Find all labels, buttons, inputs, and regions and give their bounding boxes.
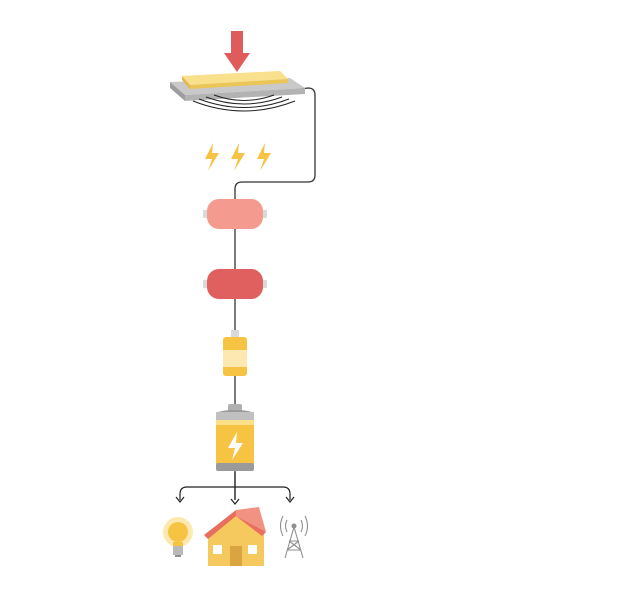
converter-2-icon bbox=[203, 269, 267, 299]
lightning-bolts-icon bbox=[205, 143, 271, 171]
vibration-waves-icon bbox=[192, 94, 296, 112]
house-icon bbox=[204, 507, 266, 566]
plate-wire bbox=[234, 87, 316, 200]
down-arrow-icon bbox=[224, 31, 250, 72]
distribution-lines bbox=[179, 471, 291, 500]
converter-1-icon bbox=[203, 199, 267, 229]
arrow-heads bbox=[175, 496, 295, 505]
light-bulb-icon bbox=[163, 517, 193, 557]
battery-charge-icon bbox=[216, 404, 254, 471]
radio-tower-icon bbox=[279, 515, 309, 559]
small-battery-icon bbox=[223, 330, 247, 376]
plate-icon bbox=[170, 71, 305, 101]
